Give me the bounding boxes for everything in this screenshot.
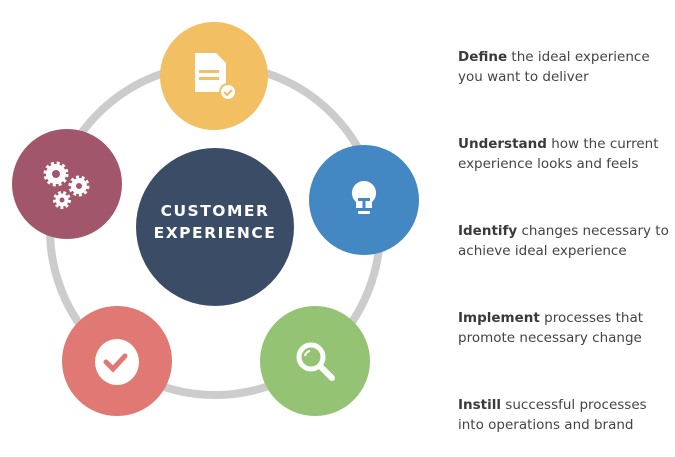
center-label: CUSTOMER EXPERIENCE	[136, 200, 294, 244]
step-define: Define the ideal experience you want to …	[458, 47, 673, 87]
step-implement: Implement processes that promote necessa…	[458, 308, 673, 348]
center-label-line2: EXPERIENCE	[153, 224, 277, 242]
step-keyword: Define	[458, 49, 508, 65]
node-define	[160, 22, 268, 130]
node-understand	[309, 145, 419, 255]
step-instill: Instill successful processes into operat…	[458, 395, 673, 435]
step-identify: Identify changes necessary to achieve id…	[458, 221, 673, 261]
center-circle	[136, 148, 294, 306]
step-text: the ideal experience	[507, 49, 650, 65]
step-keyword: Identify	[458, 223, 518, 239]
step-text-line2: experience looks and feels	[458, 156, 639, 172]
step-text: how the current	[546, 136, 659, 152]
step-text-line2: promote necessary change	[458, 330, 642, 346]
step-keyword: Instill	[458, 397, 502, 413]
step-text: processes that	[539, 310, 644, 326]
lightbulb-icon	[351, 180, 377, 214]
node-implement	[62, 306, 172, 416]
gears-icon	[43, 161, 90, 209]
node-identify	[260, 306, 370, 416]
checkmark-icon	[95, 339, 139, 385]
document-check-icon	[195, 53, 237, 101]
magnifier-icon	[296, 342, 335, 381]
step-text: successful processes	[501, 397, 647, 413]
step-text: changes necessary to	[517, 223, 669, 239]
center-label-line1: CUSTOMER	[160, 202, 270, 220]
step-text-line2: you want to deliver	[458, 69, 589, 85]
step-text-line2: into operations and brand	[458, 417, 634, 433]
step-keyword: Understand	[458, 136, 547, 152]
node-instill	[12, 129, 122, 239]
step-text-line2: achieve ideal experience	[458, 243, 627, 259]
step-understand: Understand how the current experience lo…	[458, 134, 673, 174]
step-keyword: Implement	[458, 310, 540, 326]
